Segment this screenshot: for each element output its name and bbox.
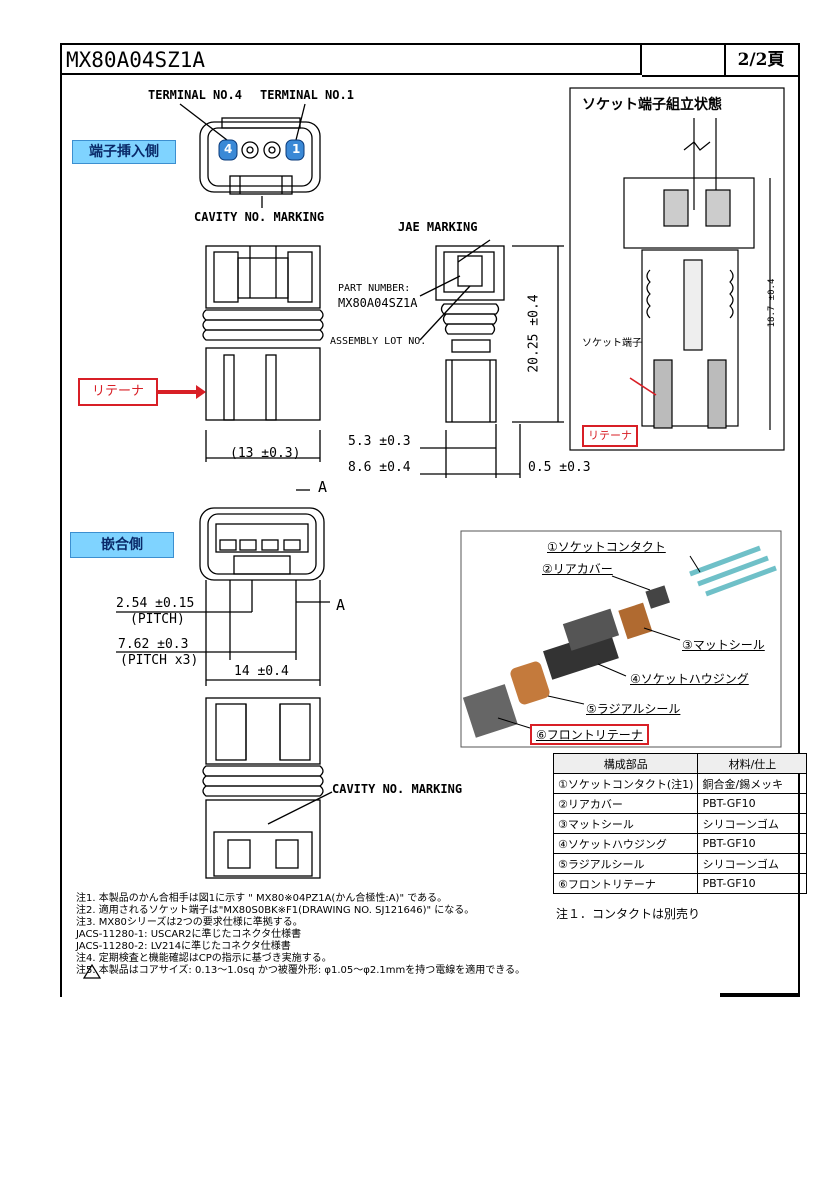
note-line: 注2. 適用されるソケット端子は"MX80S0BK※F1(DRAWING NO.… — [76, 905, 475, 916]
component-cell: ③マットシール — [552, 813, 699, 834]
section-mark-a-mid: A — [336, 596, 346, 614]
title-blank-cell — [642, 45, 726, 77]
parts-table-header: 構成部品 材料/仕上 — [552, 753, 808, 774]
material-cell: 銅合金/錫メッキ — [697, 773, 808, 794]
section-view-frame — [569, 87, 785, 451]
section-view-drawing — [623, 118, 771, 430]
dim-18-7: 18.7 ±0.4 — [767, 278, 777, 328]
callout-rear-cover: ②リアカバー — [542, 562, 613, 576]
parts-table: 構成部品 材料/仕上 ①ソケットコンタクト(注1)銅合金/錫メッキ ②リアカバー… — [552, 753, 808, 894]
dim-5-3: 5.3 ±0.3 — [348, 434, 411, 449]
dim-8-6: 8.6 ±0.4 — [348, 460, 411, 475]
material-cell: PBT-GF10 — [697, 793, 808, 814]
side-view-left — [202, 245, 324, 462]
page-number: 2/2頁 — [724, 45, 798, 77]
table-row: ⑤ラジアルシールシリコーンゴム — [552, 853, 808, 874]
callout-mat-seal: ③マットシール — [682, 638, 765, 652]
part-number-value: MX80A04SZ1A — [338, 296, 418, 310]
component-cell: ①ソケットコンタクト(注1) — [552, 773, 699, 794]
mating-view-drawing — [116, 489, 330, 686]
dim-0-5: 0.5 ±0.3 — [528, 460, 591, 475]
component-cell: ④ソケットハウジング — [552, 833, 699, 854]
note-line: JACS-11280-1: USCAR2に準じたコネクタ仕様書 — [76, 929, 302, 940]
jae-marking-label: JAE MARKING — [398, 220, 478, 234]
callout-socket-contact: ①ソケットコンタクト — [547, 540, 666, 554]
cavity-highlights — [218, 139, 305, 161]
bottom-view-drawing — [202, 697, 333, 879]
section-mark-a-top: A — [318, 478, 328, 496]
dim-14: 14 ±0.4 — [234, 664, 289, 679]
retainer-label-section: リテーナ — [582, 425, 638, 447]
retainer-arrow-left — [158, 385, 206, 399]
terminal-1-label: TERMINAL NO.1 — [260, 88, 354, 102]
material-cell: PBT-GF10 — [697, 833, 808, 854]
drawing-title: MX80A04SZ1A — [62, 45, 642, 75]
material-cell: PBT-GF10 — [697, 873, 808, 894]
assembly-lot-label: ASSEMBLY LOT NO. — [330, 336, 427, 347]
section-view-title: ソケット端子組立状態 — [582, 97, 722, 113]
note-line: 注5. 本製品はコアサイズ: 0.13〜1.0sq かつ被覆外形: φ1.05〜… — [76, 965, 526, 976]
cavity-number-4: 4 — [224, 142, 233, 156]
note-line: 注1. 本製品のかん合相手は図1に示す " MX80※04PZ1A(かん合極性:… — [76, 893, 448, 904]
notes-block: 注1. 本製品のかん合相手は図1に示す " MX80※04PZ1A(かん合極性:… — [76, 893, 525, 977]
header-material: 材料/仕上 — [697, 753, 808, 774]
callout-front-retainer: ⑥フロントリテーナ — [530, 724, 649, 745]
note-line: 注3. MX80シリーズは2つの要求仕様に準拠する。 — [76, 917, 303, 928]
dim-13: (13 ±0.3) — [230, 446, 301, 461]
side-view-middle — [419, 239, 564, 478]
exploded-view-frame — [460, 530, 782, 748]
pitch3-value: 7.62 ±0.3 — [118, 637, 189, 652]
table-row: ③マットシールシリコーンゴム — [552, 813, 808, 834]
retainer-label-left: リテーナ — [78, 378, 158, 406]
cavity-marking-bottom-label: CAVITY NO. MARKING — [332, 782, 463, 796]
callout-socket-housing: ④ソケットハウジング — [630, 672, 749, 686]
cavity-marking-label: CAVITY NO. MARKING — [194, 210, 325, 224]
pitch-label: (PITCH) — [130, 612, 185, 627]
socket-terminal-label: ソケット端子 — [582, 338, 642, 349]
cavity-number-1: 1 — [292, 142, 301, 156]
component-cell: ⑤ラジアルシール — [552, 853, 699, 874]
note-line: JACS-11280-2: LV214に準じたコネクタ仕様書 — [76, 941, 291, 952]
material-cell: シリコーンゴム — [697, 813, 808, 834]
mating-side-label: 嵌合側 — [70, 532, 174, 558]
component-cell: ②リアカバー — [552, 793, 699, 814]
header-component: 構成部品 — [552, 753, 699, 774]
drawing-sheet: MX80A04SZ1A 2/2頁 — [60, 43, 800, 997]
terminal-4-label: TERMINAL NO.4 — [148, 88, 242, 102]
terminal-insertion-side-label: 端子挿入側 — [72, 140, 176, 164]
bottom-right-bar — [720, 993, 798, 997]
pitch3-label: (PITCH x3) — [120, 653, 199, 668]
note-line: 注4. 定期検査と機能確認はCPの指示に基づき実施する。 — [76, 953, 332, 964]
top-view-drawing — [179, 103, 321, 208]
callout-radial-seal: ⑤ラジアルシール — [586, 702, 681, 716]
pitch-value: 2.54 ±0.15 — [116, 596, 195, 611]
component-cell: ⑥フロントリテーナ — [552, 873, 699, 894]
table-row: ①ソケットコンタクト(注1)銅合金/錫メッキ — [552, 773, 808, 794]
part-number-label: PART NUMBER: — [338, 283, 411, 294]
caution-triangle — [82, 963, 102, 979]
dim-20-25: 20.25 ±0.4 — [526, 294, 542, 373]
exploded-parts — [462, 545, 777, 738]
parts-table-footnote: 注１．コンタクトは別売り — [556, 907, 701, 921]
material-cell: シリコーンゴム — [697, 853, 808, 874]
